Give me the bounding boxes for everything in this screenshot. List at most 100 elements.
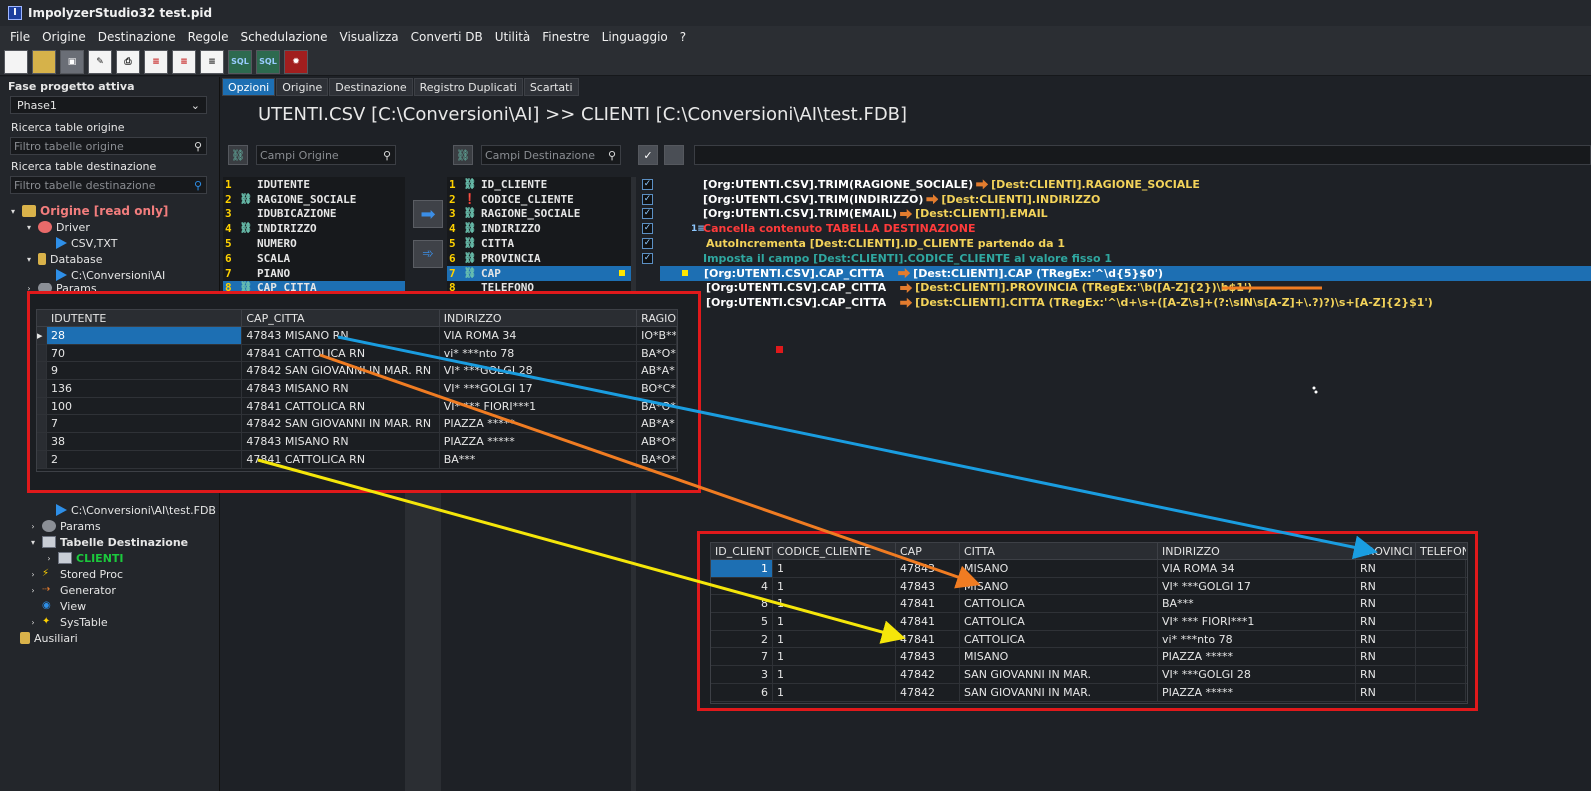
menu-schedulazione[interactable]: Schedulazione [240,30,328,44]
table-cell[interactable]: 5 [711,613,773,630]
open-folder-icon[interactable] [32,49,56,74]
phase-select[interactable]: Phase1 ⌄ [10,96,207,114]
table-cell[interactable]: RN [1356,648,1416,666]
rule-input[interactable] [694,145,1591,165]
link-icon[interactable]: ⛓ [228,145,248,165]
list-item[interactable]: 6⛓PROVINCIA [447,251,631,266]
rule-row[interactable]: ✓AutoIncrementa [Dest:CLIENTI].ID_CLIENT… [636,236,1591,251]
column-header[interactable]: CAP [896,543,960,559]
table-cell[interactable]: 47841 CATTOLICA RN [242,450,440,468]
table-cell[interactable]: 1 [773,666,896,683]
table-cell[interactable]: AB*A* [637,362,677,380]
table-cell[interactable]: 47841 CATTOLICA RN [242,344,440,362]
list-item[interactable]: 4⛓INDIRIZZO [223,221,405,236]
table-cell[interactable] [1416,613,1466,630]
collapse-icon[interactable]: ▾ [30,537,35,547]
table-cell[interactable]: 47843 MISANO RN [242,380,440,397]
column-header[interactable]: IDUTENTE [47,310,243,326]
check-all-button[interactable]: ✓ [638,145,658,165]
column-header[interactable]: TELEFON [1420,545,1466,558]
table-cell[interactable]: VIA ROMA 34 [440,327,638,344]
table-cell[interactable]: BA*** [440,450,638,468]
table-cell[interactable]: VI* ***GOLGI 17 [1158,577,1356,595]
table-cell[interactable]: 47841 [896,630,960,648]
rule-checkbox[interactable]: ✓ [642,238,653,250]
table-cell[interactable]: CATTOLICA [960,595,1158,613]
tree-params[interactable]: › Params [8,283,218,293]
rule-row[interactable]: [Org:UTENTI.CSV].CAP_CITTA[Dest:CLIENTI]… [660,265,1591,281]
table-cell[interactable]: BA*O* [637,450,677,468]
table-cell[interactable]: SAN GIOVANNI IN MAR. [960,666,1158,683]
tree-dest-params[interactable]: › Params [8,518,218,534]
table-cell[interactable] [1416,648,1466,666]
list-item[interactable]: 4⛓INDIRIZZO [447,221,631,236]
menu-origine[interactable]: Origine [42,30,86,44]
table-cell[interactable]: 47841 [896,613,960,630]
table-cell[interactable]: RN [1356,613,1416,630]
table-cell[interactable]: 1 [711,560,773,577]
table-cell[interactable]: BA*** [1158,595,1356,613]
tree-stored-proc[interactable]: › ⚡ Stored Proc [8,566,218,582]
rule-checkbox[interactable]: ✓ [642,208,653,220]
expand-icon[interactable]: › [47,553,51,563]
search-origin-input[interactable]: Filtro tabelle origine ⚲ [10,137,207,155]
tree-driver[interactable]: ▾ Driver [8,219,218,235]
menu-utilita[interactable]: Utilità [494,30,531,44]
table-cell[interactable]: 47843 MISANO RN [242,327,440,344]
table-cell[interactable]: 3 [711,666,773,683]
table-cell[interactable]: RN [1356,666,1416,683]
list-item[interactable]: 2⛓RAGIONE_SOCIALE [223,192,405,207]
menu-finestre[interactable]: Finestre [542,30,590,44]
table-cell[interactable]: PIAZZA ***** [1158,648,1356,666]
save-icon[interactable]: ▣ [60,49,84,74]
table-cell[interactable]: RN [1356,560,1416,577]
sql-icon[interactable]: SQL [228,49,252,74]
table-cell[interactable]: 47843 [896,648,960,666]
table-cell[interactable]: MISANO [960,560,1158,577]
list-item[interactable]: 3⛓RAGIONE_SOCIALE [447,207,631,222]
tree-csv[interactable]: CSV,TXT [8,235,218,251]
table-cell[interactable]: CATTOLICA [960,630,1158,648]
table-cell[interactable]: 8 [711,595,773,613]
tree-database[interactable]: ▾ Database [8,251,218,267]
table-cell[interactable]: 47842 SAN GIOVANNI IN MAR. RN [242,362,440,380]
table-cell[interactable]: RN [1356,595,1416,613]
table-cell[interactable]: 47843 [896,577,960,595]
collapse-icon[interactable]: ▾ [26,222,31,232]
table-cell[interactable]: 70 [47,344,243,362]
tab-destinazione[interactable]: Destinazione [329,78,413,96]
document-icon[interactable]: ≡ [200,49,224,74]
table-cell[interactable]: 1 [773,648,896,666]
tab-origine[interactable]: Origine [276,78,329,96]
rule-checkbox[interactable]: ✓ [642,223,653,235]
list-item[interactable]: 7⛓CAP [447,265,631,281]
tree-clienti[interactable]: › CLIENTI [8,550,218,566]
list-item[interactable]: 2❗CODICE_CLIENTE [447,192,631,207]
map-field-button[interactable]: ➡ [413,200,443,228]
table-cell[interactable]: 7 [711,648,773,666]
table-cell[interactable]: MISANO [960,577,1158,595]
table-cell[interactable]: VI* ***GOLGI 17 [440,380,638,397]
expand-icon[interactable]: › [31,585,35,595]
rule-row[interactable]: ✓Imposta il campo [Dest:CLIENTI].CODICE_… [636,251,1591,266]
tab-opzioni[interactable]: Opzioni [222,78,276,96]
search-icon[interactable]: ⚲ [382,148,391,162]
table-cell[interactable]: AB*O* [637,433,677,450]
rule-row[interactable]: [Org:UTENTI.CSV].CAP_CITTA[Dest:CLIENTI]… [636,295,1591,310]
rule-row[interactable]: ✓[Org:UTENTI.CSV].TRIM(INDIRIZZO)[Dest:C… [636,192,1591,207]
map-rule-button[interactable]: ➾ [413,240,443,268]
search-dest-input[interactable]: Filtro tabelle destinazione ⚲ [10,176,207,194]
menu-converti-db[interactable]: Converti DB [410,30,483,44]
rule-checkbox[interactable]: ✓ [642,193,653,205]
